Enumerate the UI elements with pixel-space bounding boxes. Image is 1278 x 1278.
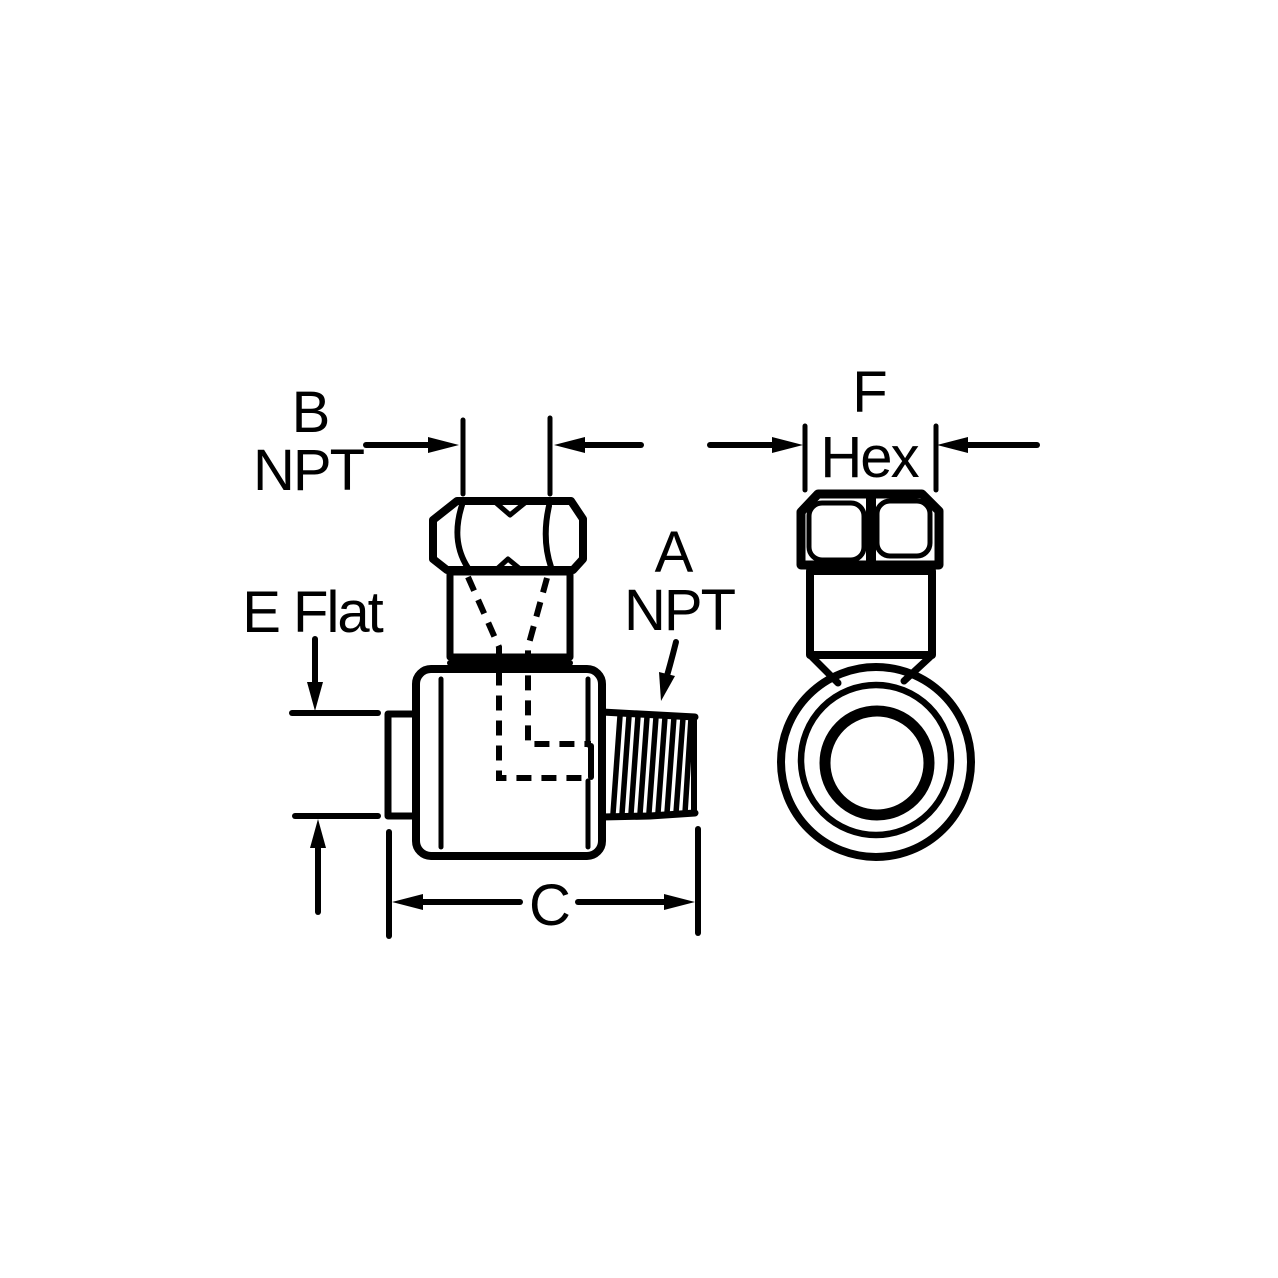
- callout-a-thread: NPT: [624, 578, 736, 643]
- callout-a-letter: A: [655, 520, 694, 585]
- nut-face-right: [874, 498, 933, 559]
- nut-facet-curve-right: [542, 503, 554, 570]
- barrel-chamfer-left: [808, 653, 842, 687]
- callout-a-npt: A NPT: [624, 520, 738, 701]
- hidden-bore-outer: [465, 575, 591, 781]
- thread-hatching: [610, 713, 694, 817]
- dim-c-label: C: [529, 873, 569, 938]
- hidden-bore-inner: [525, 577, 591, 747]
- arrowhead-right-icon: [772, 437, 803, 453]
- body-outline: [412, 665, 606, 860]
- dim-f-letter: F: [852, 360, 886, 425]
- arrowhead-right-icon: [428, 437, 459, 453]
- dim-b-letter: B: [292, 380, 329, 445]
- dimension-c: C: [386, 826, 701, 939]
- nut-chamfer-top: [492, 499, 529, 518]
- nut-face-left: [806, 500, 867, 563]
- barrel-chamfer-right: [900, 653, 934, 685]
- arrowhead-left-icon: [937, 437, 968, 453]
- body-end-outer-circle: [777, 663, 975, 861]
- nut-chamfer-bottom: [495, 556, 522, 571]
- leader-arrowhead-icon: [659, 672, 675, 701]
- dimension-e-flat: E Flat: [242, 580, 386, 915]
- male-thread: [598, 708, 699, 821]
- dim-f-unit: Hex: [820, 425, 919, 490]
- arrowhead-left-icon: [392, 894, 423, 910]
- arrowhead-right-icon: [664, 894, 695, 910]
- thread-bottom-edge: [598, 809, 699, 821]
- swivel-barrel: [446, 568, 574, 661]
- nut-facet-curve-left: [454, 502, 471, 571]
- bore-circle: [819, 705, 935, 821]
- dim-e-label: E Flat: [242, 580, 383, 645]
- end-view: [777, 489, 975, 861]
- dimension-b-npt: B NPT: [253, 380, 644, 503]
- arrowhead-down-icon: [307, 682, 323, 711]
- side-view: [384, 497, 699, 860]
- dimension-f-hex: F Hex: [707, 360, 1040, 493]
- arrowhead-left-icon: [554, 437, 585, 453]
- arrowhead-up-icon: [310, 819, 326, 848]
- dim-b-thread: NPT: [253, 438, 365, 503]
- body-end-middle-circle: [797, 681, 955, 839]
- barrel-end-outline: [806, 567, 936, 659]
